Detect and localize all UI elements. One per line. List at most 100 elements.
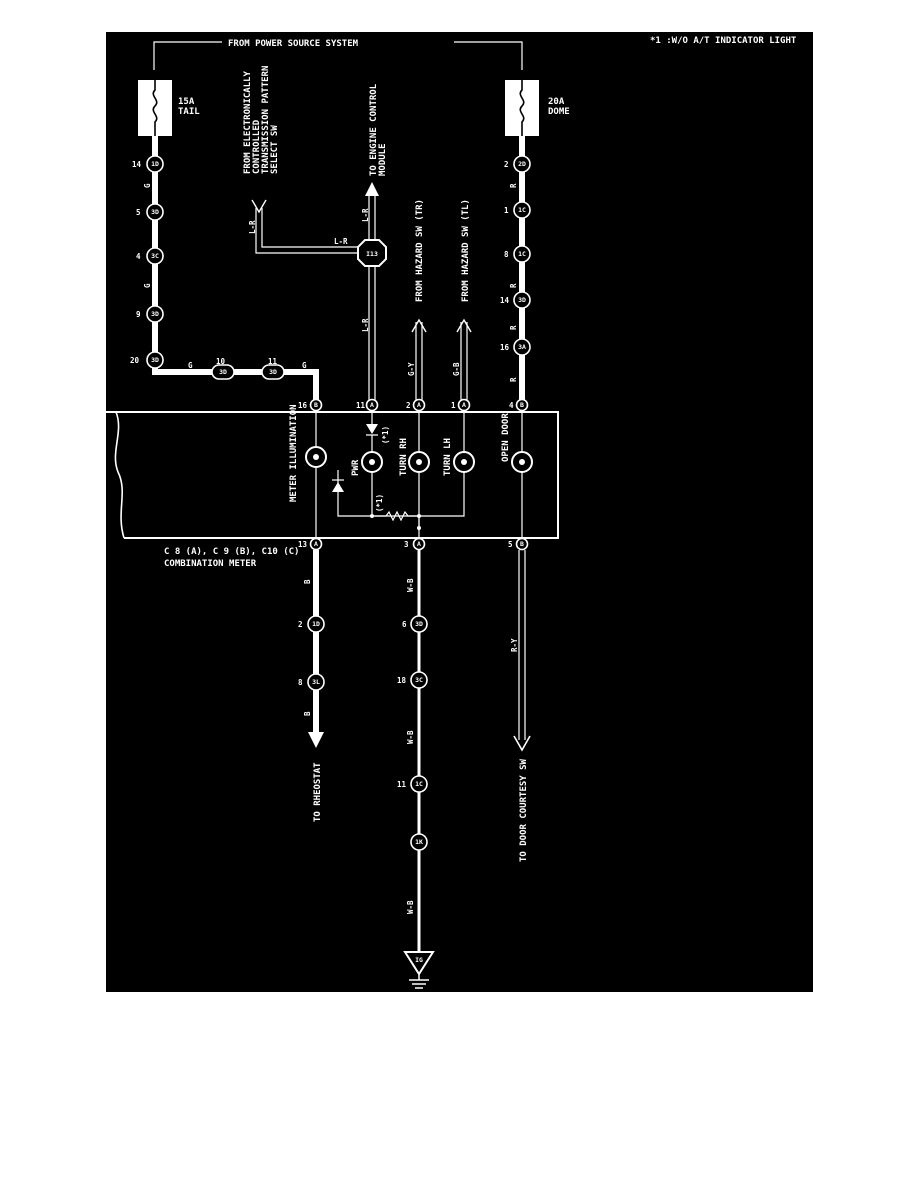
- fuse-dome-rating: 20A: [548, 97, 565, 107]
- ground-point: IG: [403, 951, 435, 989]
- fuse-tail-name: TAIL: [178, 107, 200, 117]
- svg-text:B: B: [520, 401, 524, 409]
- svg-text:2: 2: [406, 401, 411, 410]
- wire-door-color: R-Y: [510, 638, 519, 652]
- wire-ecm-color: L-R: [361, 208, 370, 222]
- footnote-mark: (*1): [381, 426, 390, 444]
- ect-label: FROM ELECTRONICALLY CONTROLLED TRANSMISS…: [243, 60, 280, 174]
- svg-text:5: 5: [508, 540, 513, 549]
- fuse-tail-rating: 15A: [178, 97, 195, 107]
- fuse-dome: 20A DOME: [505, 80, 570, 136]
- wire-ground-color: W-B: [406, 900, 415, 914]
- ecm-label: TO ENGINE CONTROL MODULE: [369, 78, 388, 176]
- wire-dome-color: R: [509, 325, 518, 330]
- wire-rheostat-color: B: [303, 579, 312, 584]
- svg-text:4: 4: [509, 401, 514, 410]
- svg-text:18: 18: [397, 676, 407, 685]
- rheostat-label: TO RHEOSTAT: [313, 762, 323, 822]
- fuse-tail: 15A TAIL: [138, 80, 200, 136]
- svg-text:2: 2: [298, 620, 303, 629]
- svg-text:3C: 3C: [151, 252, 159, 260]
- wire-door: [518, 550, 526, 740]
- svg-text:11: 11: [356, 401, 366, 410]
- power-source-label: FROM POWER SOURCE SYSTEM: [228, 39, 359, 49]
- power-source-header: FROM POWER SOURCE SYSTEM *1 :W/O A/T IND…: [153, 36, 797, 70]
- wire-tail-color: G: [143, 283, 152, 288]
- wire-ect: L-R L-R: [248, 199, 358, 254]
- svg-text:3L: 3L: [312, 678, 320, 686]
- meter-name-label: COMBINATION METER: [164, 559, 257, 569]
- svg-text:1D: 1D: [151, 160, 159, 168]
- svg-text:I13: I13: [366, 250, 378, 258]
- combination-meter: METER ILLUMINATION PWR TURN RH TURN LH O…: [106, 404, 559, 569]
- wire-dome-color: R: [509, 183, 518, 188]
- lamp-turn-lh: TURN LH: [443, 438, 453, 476]
- wire-ect-color: L-R: [334, 237, 348, 246]
- wiring-diagram-svg: FROM POWER SOURCE SYSTEM *1 :W/O A/T IND…: [106, 36, 797, 989]
- svg-text:4: 4: [136, 252, 141, 261]
- meter-pins-bottom: A 13 A 3 B 5: [298, 537, 529, 551]
- svg-text:1: 1: [451, 401, 456, 410]
- svg-text:B: B: [314, 401, 318, 409]
- svg-text:1: 1: [504, 206, 509, 215]
- wire-tail-color: G: [188, 361, 193, 370]
- svg-text:B: B: [520, 540, 524, 548]
- lamp-turn-rh: TURN RH: [399, 438, 409, 476]
- door-label: TO DOOR COURTESY SW: [519, 758, 529, 862]
- svg-text:16: 16: [298, 401, 308, 410]
- svg-text:3D: 3D: [151, 356, 159, 364]
- svg-text:3: 3: [404, 540, 409, 549]
- svg-text:3D: 3D: [415, 620, 423, 628]
- wire-rheostat-color: B: [303, 711, 312, 716]
- svg-text:A: A: [462, 401, 466, 409]
- wire-tail-color: G: [302, 361, 307, 370]
- lamp-pwr: PWR: [351, 459, 361, 476]
- svg-text:IG: IG: [415, 956, 423, 964]
- svg-text:9: 9: [136, 310, 141, 319]
- tail-connectors: 1D 14 3D 5 3C 4 3D 9 3D 20: [130, 155, 164, 369]
- svg-text:3A: 3A: [518, 343, 526, 351]
- wire-hazard-tl: [460, 322, 468, 404]
- wire-ecm-color: L-R: [361, 318, 370, 332]
- svg-text:1C: 1C: [518, 250, 526, 258]
- svg-text:1C: 1C: [415, 780, 423, 788]
- svg-text:2: 2: [504, 160, 509, 169]
- wire-tl-color: G-B: [452, 362, 461, 376]
- lamp-meter-illumination: METER ILLUMINATION: [289, 404, 299, 502]
- junction-i13: I13: [357, 239, 387, 267]
- wire-tail-color: G: [143, 183, 152, 188]
- wire-tail: [152, 136, 319, 404]
- svg-text:14: 14: [132, 160, 142, 169]
- svg-text:5: 5: [136, 208, 141, 217]
- meter-connectors-label: C 8 (A), C 9 (B), C10 (C): [164, 547, 299, 557]
- svg-text:A: A: [417, 540, 421, 548]
- svg-text:3D: 3D: [518, 296, 526, 304]
- svg-text:11: 11: [397, 780, 407, 789]
- wire-tr-color: G-Y: [407, 362, 416, 376]
- wire-ground-color: W-B: [406, 578, 415, 592]
- wire-dome-color: R: [509, 377, 518, 382]
- svg-text:3D: 3D: [151, 208, 159, 216]
- wire-hazard-tr: [415, 322, 423, 404]
- svg-text:6: 6: [402, 620, 407, 629]
- wire-ecm: L-R L-R: [361, 182, 379, 404]
- tail-h-connectors: 3D 10 3D 11: [211, 357, 285, 380]
- wire-ground-color: W-B: [406, 730, 415, 744]
- svg-text:11: 11: [268, 357, 278, 366]
- svg-text:1K: 1K: [415, 838, 423, 846]
- lamp-open-door: OPEN DOOR: [501, 413, 511, 462]
- svg-text:3C: 3C: [415, 676, 423, 684]
- wiring-diagram: FROM POWER SOURCE SYSTEM *1 :W/O A/T IND…: [106, 32, 813, 992]
- footnote-label: *1 :W/O A/T INDICATOR LIGHT: [650, 36, 797, 46]
- wire-dome-color: R: [509, 283, 518, 288]
- svg-text:8: 8: [298, 678, 303, 687]
- svg-text:3D: 3D: [269, 368, 277, 376]
- svg-text:10: 10: [216, 357, 226, 366]
- svg-text:A: A: [370, 401, 374, 409]
- svg-text:13: 13: [298, 540, 308, 549]
- footnote-mark: (*1): [375, 494, 384, 512]
- hazard-tl-label: FROM HAZARD SW (TL): [461, 199, 471, 302]
- wire-ect-color: L-R: [248, 220, 257, 234]
- fuse-dome-name: DOME: [548, 107, 570, 117]
- svg-text:3D: 3D: [151, 310, 159, 318]
